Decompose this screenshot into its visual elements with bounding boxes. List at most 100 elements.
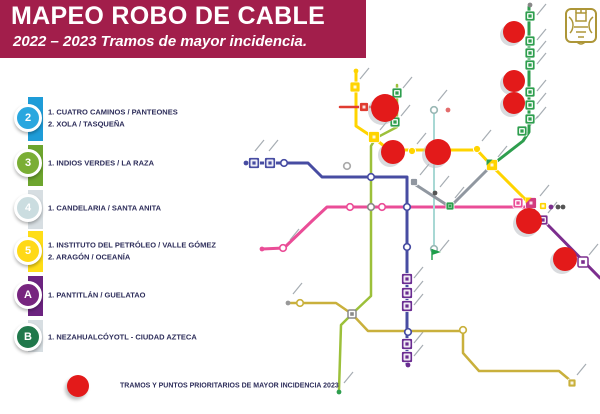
station-label-tick: [536, 79, 547, 92]
station-icon-glyph: [252, 161, 256, 165]
terminal-dot: [445, 107, 451, 113]
page-title: MAPEO ROBO DE CABLE: [11, 2, 326, 30]
terminal-dot: [560, 204, 566, 210]
station-dot: [278, 243, 288, 253]
legend-entry: 2. ARAGÓN / OCEANÍA: [48, 252, 131, 261]
legend-entry: 2. XOLA / TASQUEÑA: [48, 119, 125, 128]
station-label-tick: [343, 371, 354, 384]
station-label-tick: [413, 266, 424, 279]
station-label-tick: [419, 163, 430, 176]
station-dot: [472, 144, 482, 154]
station-label-tick: [292, 282, 303, 295]
station-icon-glyph: [520, 129, 524, 133]
terminal-dot: [336, 389, 342, 395]
station-icon-accent: [525, 197, 532, 204]
station-icon-glyph: [541, 218, 545, 222]
legend-entry: 1. INSTITUTO DEL PETRÓLEO / VALLE GÓMEZ: [48, 240, 216, 250]
linea-2: [245, 161, 409, 366]
station-label-tick: [413, 293, 424, 306]
station-icon-glyph: [405, 291, 409, 295]
station-label-tick: [536, 40, 547, 53]
station-dot: [345, 202, 355, 212]
legend-entries-B: 1. NEZAHUALCÓYOTL - CIUDAD AZTECA: [48, 331, 197, 343]
page-subtitle: 2022 – 2023 Tramos de mayor incidencia.: [13, 33, 308, 50]
legend-entry: 1. INDIOS VERDES / LA RAZA: [48, 158, 154, 168]
station-label-tick: [268, 139, 279, 152]
station-label-tick: [413, 344, 424, 357]
station-label-tick: [413, 331, 424, 344]
legend-entries-5: 1. INSTITUTO DEL PETRÓLEO / VALLE GÓMEZ 2…: [48, 240, 216, 263]
legend-entry: 1. CUATRO CAMINOS / PANTEONES: [48, 107, 178, 117]
linea-1: [260, 205, 533, 251]
line-badge-2: 2: [14, 104, 42, 132]
terminal-dot: [555, 204, 561, 210]
legend-entries-2: 1. CUATRO CAMINOS / PANTEONES 2. XOLA / T…: [48, 107, 178, 130]
station-icon-glyph: [570, 381, 574, 385]
station-label-tick: [576, 363, 587, 376]
station-icon-glyph: [516, 201, 520, 205]
incidence-legend: 2 1. CUATRO CAMINOS / PANTEONES 2. XOLA / …: [0, 0, 240, 414]
station-label-tick: [254, 139, 265, 152]
terminal-dot: [527, 2, 533, 8]
footer-legend-label: TRAMOS Y PUNTOS PRIORITARIOS DE MAYOR IN…: [120, 382, 339, 390]
station-label-tick: [536, 3, 547, 16]
station-icon-glyph: [395, 91, 399, 95]
station-icon-glyph: [528, 51, 532, 55]
line-badge-3: 3: [14, 149, 42, 177]
station-dot: [458, 325, 468, 335]
station-label-tick: [402, 76, 413, 89]
line-badge-A: A: [14, 281, 42, 309]
station-icon-glyph: [412, 180, 416, 184]
terminal-dot: [285, 300, 291, 306]
station-icon-glyph: [393, 120, 397, 124]
station-label-tick: [289, 228, 300, 241]
line-badge-5: 5: [14, 237, 42, 265]
station-icon-glyph: [581, 260, 585, 264]
linea-3: [337, 83, 399, 392]
station-icon-glyph: [405, 342, 409, 346]
station-dot: [402, 242, 412, 252]
legend-entry: 1. CANDELARIA / SANTA ANITA: [48, 203, 162, 213]
station-dot: [366, 202, 376, 212]
station-icon-glyph: [353, 85, 357, 89]
line-badge-B: B: [14, 323, 42, 351]
station-icon-glyph: [448, 204, 452, 208]
incident-marker: [503, 92, 525, 114]
station-dot: [402, 202, 412, 212]
station-dot: [429, 105, 439, 115]
station-dot: [377, 202, 387, 212]
legend-entries-A: 1. PANTITLÁN / GUELATAO: [48, 289, 146, 301]
incident-marker: [503, 21, 525, 43]
station-icon-glyph: [528, 103, 532, 107]
station-label-tick: [400, 104, 411, 117]
incident-marker: [425, 139, 451, 165]
station-icon-glyph: [528, 117, 532, 121]
line-badge-4: 4: [14, 194, 42, 222]
flag-icon: [432, 249, 441, 255]
station-label-tick: [536, 106, 547, 119]
terminal-dot: [432, 190, 438, 196]
legend-entries-4: 1. CANDELARIA / SANTA ANITA: [48, 202, 161, 214]
station-icon-glyph: [528, 90, 532, 94]
header-banner: MAPEO ROBO DE CABLE 2022 – 2023 Tramos d…: [0, 0, 366, 58]
station-label-tick: [588, 243, 599, 256]
legend-entries-3: 1. INDIOS VERDES / LA RAZA: [48, 157, 154, 169]
station-icon-glyph: [350, 312, 354, 316]
station-label-tick: [454, 186, 465, 199]
station-icon-glyph: [372, 135, 376, 139]
station-dot: [342, 161, 352, 171]
station-label-tick: [497, 145, 508, 158]
station-label-tick: [481, 129, 492, 142]
station-label-tick: [437, 89, 448, 102]
station-label-tick: [359, 67, 370, 80]
station-icon-glyph: [490, 163, 494, 167]
incident-marker: [553, 247, 577, 271]
station-icon-glyph: [528, 14, 532, 18]
terminal-dot: [405, 362, 411, 368]
station-icon-glyph: [541, 204, 545, 208]
legend-entry: 1. NEZAHUALCÓYOTL - CIUDAD AZTECA: [48, 332, 197, 342]
station-dot: [279, 158, 289, 168]
station-icon-accent: [486, 159, 493, 166]
